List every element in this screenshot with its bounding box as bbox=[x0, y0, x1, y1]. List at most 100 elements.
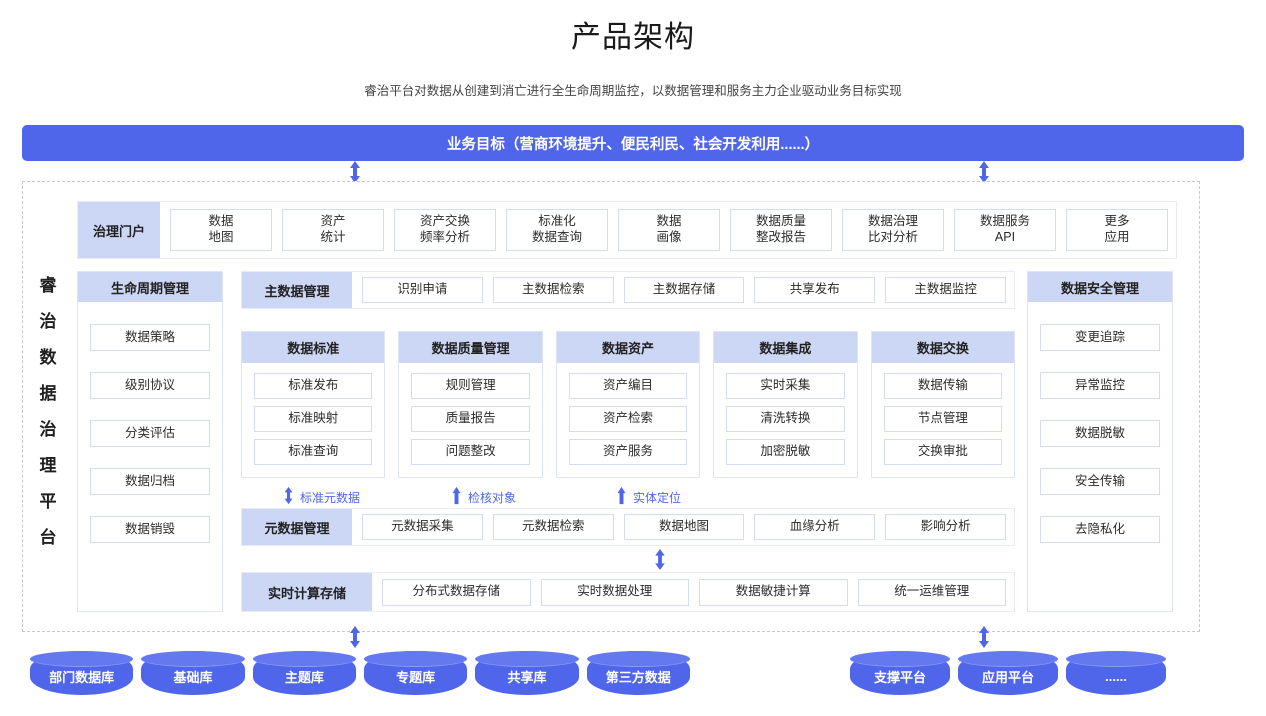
category-4-item-1[interactable]: 实时采集 bbox=[726, 373, 845, 399]
portal-item-5[interactable]: 数据 画像 bbox=[618, 209, 720, 251]
arrow-goal-to-platform-right bbox=[977, 161, 991, 183]
security-item-2[interactable]: 异常监控 bbox=[1040, 372, 1160, 399]
arrow-platform-to-db-right bbox=[977, 626, 991, 648]
realtime-item-2[interactable]: 实时数据处理 bbox=[540, 578, 689, 606]
category-5-item-2[interactable]: 节点管理 bbox=[883, 406, 1003, 432]
category-5-item-3[interactable]: 交换审批 bbox=[883, 439, 1003, 465]
database-left-3-label: 主题库 bbox=[284, 670, 324, 685]
category-1-item-2[interactable]: 标准映射 bbox=[254, 406, 373, 432]
security-item-5[interactable]: 去隐私化 bbox=[1040, 516, 1160, 543]
category-3-item-2[interactable]: 资产检索 bbox=[568, 406, 688, 432]
metadata-item-2[interactable]: 元数据检索 bbox=[492, 514, 614, 540]
category-grid: 数据标准标准发布标准映射标准查询数据质量管理规则管理质量报告问题整改数据资产资产… bbox=[241, 331, 1016, 478]
realtime-item-3[interactable]: 数据敏捷计算 bbox=[699, 578, 848, 606]
realtime-items: 分布式数据存储实时数据处理数据敏捷计算统一运维管理 bbox=[372, 573, 1014, 611]
security-items: 变更追踪异常监控数据脱敏安全传输去隐私化 bbox=[1028, 302, 1172, 553]
master-data-row: 主数据管理 识别申请主数据检索主数据存储共享发布主数据监控 bbox=[241, 271, 1015, 309]
meta-arrow-label-1: 标准元数据 bbox=[300, 490, 361, 505]
lifecycle-item-5[interactable]: 数据销毁 bbox=[90, 516, 210, 543]
platform-name-char: 治 bbox=[39, 312, 57, 331]
metadata-item-5[interactable]: 影响分析 bbox=[885, 514, 1006, 540]
category-title-5: 数据交换 bbox=[871, 332, 1015, 363]
category-items-3: 资产编目资产检索资产服务 bbox=[557, 363, 699, 477]
category-3-item-3[interactable]: 资产服务 bbox=[568, 439, 688, 465]
database-left-3[interactable]: 主题库 bbox=[252, 651, 357, 695]
portal-item-1[interactable]: 数据 地图 bbox=[170, 209, 272, 251]
category-4-item-3[interactable]: 加密脱敏 bbox=[726, 439, 845, 465]
lifecycle-item-1[interactable]: 数据策略 bbox=[90, 324, 210, 351]
category-title-4: 数据集成 bbox=[714, 332, 857, 363]
lifecycle-item-3[interactable]: 分类评估 bbox=[90, 420, 210, 447]
platform-container: 睿治数据治理平台 治理门户 数据 地图资产 统计资产交换 频率分析标准化 数据查… bbox=[22, 181, 1200, 632]
platform-name-char: 理 bbox=[39, 456, 57, 475]
category-2-item-2[interactable]: 质量报告 bbox=[411, 406, 530, 432]
category-3-item-1[interactable]: 资产编目 bbox=[568, 373, 688, 399]
master-data-item-3[interactable]: 主数据存储 bbox=[623, 277, 745, 303]
security-item-3[interactable]: 数据脱敏 bbox=[1040, 420, 1160, 447]
security-panel: 数据安全管理 变更追踪异常监控数据脱敏安全传输去隐私化 bbox=[1027, 271, 1173, 612]
security-item-4[interactable]: 安全传输 bbox=[1040, 468, 1160, 495]
category-4-item-2[interactable]: 清洗转换 bbox=[726, 406, 845, 432]
database-right-2-label: 应用平台 bbox=[981, 670, 1034, 685]
portal-item-9[interactable]: 更多 应用 bbox=[1066, 209, 1168, 251]
platform-name-char: 数 bbox=[39, 348, 57, 367]
database-left-2[interactable]: 基础库 bbox=[141, 651, 245, 695]
page-title: 产品架构 bbox=[571, 21, 695, 54]
page-subtitle: 睿治平台对数据从创建到消亡进行全生命周期监控，以数据管理和服务主力企业驱动业务目… bbox=[364, 84, 902, 98]
category-title-2: 数据质量管理 bbox=[399, 332, 542, 363]
database-right-2[interactable]: 应用平台 bbox=[958, 651, 1058, 695]
category-5-item-1[interactable]: 数据传输 bbox=[883, 373, 1003, 399]
portal-item-4[interactable]: 标准化 数据查询 bbox=[506, 209, 608, 251]
category-items-5: 数据传输节点管理交换审批 bbox=[872, 363, 1014, 477]
category-panel-5: 数据交换数据传输节点管理交换审批 bbox=[870, 331, 1016, 478]
category-2-item-1[interactable]: 规则管理 bbox=[411, 373, 530, 399]
portal-item-2[interactable]: 资产 统计 bbox=[282, 209, 384, 251]
lifecycle-item-2[interactable]: 级别协议 bbox=[90, 372, 210, 399]
realtime-row: 实时计算存储 分布式数据存储实时数据处理数据敏捷计算统一运维管理 bbox=[241, 572, 1015, 612]
metadata-item-3[interactable]: 数据地图 bbox=[623, 514, 745, 540]
category-panel-3: 数据资产资产编目资产检索资产服务 bbox=[555, 331, 701, 478]
master-data-item-1[interactable]: 识别申请 bbox=[362, 277, 483, 303]
portal-item-3[interactable]: 资产交换 频率分析 bbox=[394, 209, 496, 251]
category-1-item-1[interactable]: 标准发布 bbox=[254, 373, 373, 399]
platform-name: 睿治数据治理平台 bbox=[31, 268, 65, 556]
governance-portal-items: 数据 地图资产 统计资产交换 频率分析标准化 数据查询数据 画像数据质量 整改报… bbox=[160, 202, 1176, 258]
database-left-5[interactable]: 共享库 bbox=[475, 651, 579, 695]
meta-arrow-label-3: 实体定位 bbox=[633, 490, 682, 505]
security-item-1[interactable]: 变更追踪 bbox=[1040, 324, 1160, 351]
governance-portal-row: 治理门户 数据 地图资产 统计资产交换 频率分析标准化 数据查询数据 画像数据质… bbox=[77, 201, 1177, 259]
arrow-up-icon bbox=[451, 486, 462, 508]
category-1-item-3[interactable]: 标准查询 bbox=[254, 439, 373, 465]
realtime-item-1[interactable]: 分布式数据存储 bbox=[382, 578, 531, 606]
metadata-items: 元数据采集元数据检索数据地图血缘分析影响分析 bbox=[352, 509, 1014, 545]
database-left-4[interactable]: 专题库 bbox=[363, 651, 468, 695]
lifecycle-item-4[interactable]: 数据归档 bbox=[90, 468, 210, 495]
arrow-up-down-icon bbox=[283, 486, 294, 508]
database-left-1[interactable]: 部门数据库 bbox=[30, 651, 134, 695]
category-panel-4: 数据集成实时采集清洗转换加密脱敏 bbox=[713, 331, 858, 478]
business-goal-bar: 业务目标（营商环境提升、便民利民、社会开发利用......） bbox=[22, 125, 1244, 161]
governance-portal-label: 治理门户 bbox=[78, 202, 160, 258]
master-data-item-2[interactable]: 主数据检索 bbox=[492, 277, 614, 303]
category-2-item-3[interactable]: 问题整改 bbox=[411, 439, 530, 465]
realtime-item-4[interactable]: 统一运维管理 bbox=[857, 578, 1006, 606]
database-left-2-label: 基础库 bbox=[173, 670, 213, 685]
database-right-1[interactable]: 支撑平台 bbox=[850, 651, 950, 695]
master-data-item-4[interactable]: 共享发布 bbox=[754, 277, 876, 303]
arrow-goal-to-platform-left bbox=[348, 161, 362, 183]
database-left-6[interactable]: 第三方数据 bbox=[586, 651, 691, 695]
database-right-3-label: ...... bbox=[1105, 669, 1127, 684]
metadata-label: 元数据管理 bbox=[242, 509, 352, 545]
category-panel-2: 数据质量管理规则管理质量报告问题整改 bbox=[398, 331, 543, 478]
metadata-item-4[interactable]: 血缘分析 bbox=[754, 514, 876, 540]
databases-right-group: 支撑平台 应用平台...... bbox=[850, 651, 1166, 695]
master-data-item-5[interactable]: 主数据监控 bbox=[885, 277, 1006, 303]
portal-item-6[interactable]: 数据质量 整改报告 bbox=[730, 209, 832, 251]
metadata-item-1[interactable]: 元数据采集 bbox=[362, 514, 483, 540]
database-right-3[interactable]: ...... bbox=[1066, 651, 1166, 695]
category-title-3: 数据资产 bbox=[556, 332, 700, 363]
category-items-4: 实时采集清洗转换加密脱敏 bbox=[714, 363, 856, 477]
platform-name-char: 平 bbox=[39, 492, 57, 511]
portal-item-8[interactable]: 数据服务 API bbox=[954, 209, 1056, 251]
portal-item-7[interactable]: 数据治理 比对分析 bbox=[842, 209, 944, 251]
